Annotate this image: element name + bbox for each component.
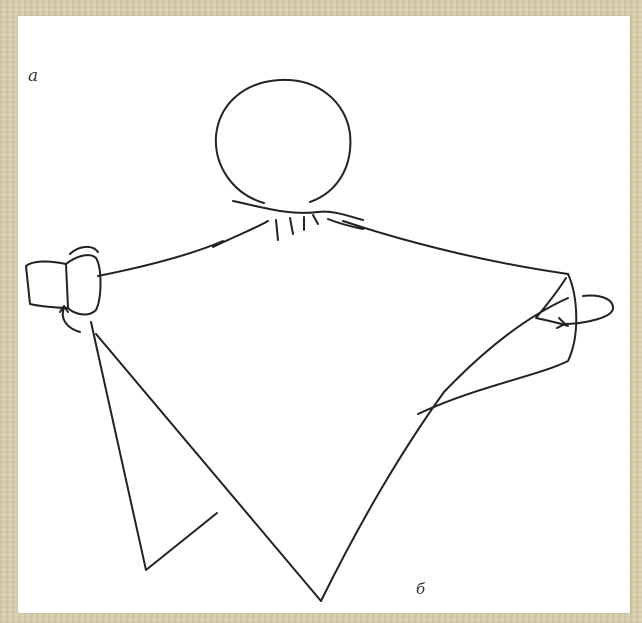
cuff-rim	[66, 255, 101, 314]
right-arm-top	[343, 221, 568, 274]
puppet-diagram	[18, 16, 630, 613]
left-arm-top	[98, 241, 223, 276]
body-right-edge	[321, 298, 568, 601]
neck-tie-2	[213, 221, 268, 247]
puppet-head	[213, 80, 363, 247]
diagram-paper: а б	[18, 16, 630, 613]
right-fold	[536, 278, 568, 326]
left-flap	[91, 322, 217, 570]
head-outline	[216, 80, 351, 203]
cuff-inner	[70, 247, 98, 254]
neck-tie-3	[328, 219, 363, 229]
neck-tie	[233, 201, 363, 220]
label-b: б	[416, 580, 425, 598]
neck-gather	[276, 215, 318, 240]
cuff-outline	[26, 262, 68, 308]
label-a: а	[28, 66, 38, 86]
left-sleeve	[26, 247, 101, 332]
right-arrow	[563, 296, 613, 325]
body-left-edge	[96, 334, 321, 601]
puppet-body	[91, 221, 613, 601]
